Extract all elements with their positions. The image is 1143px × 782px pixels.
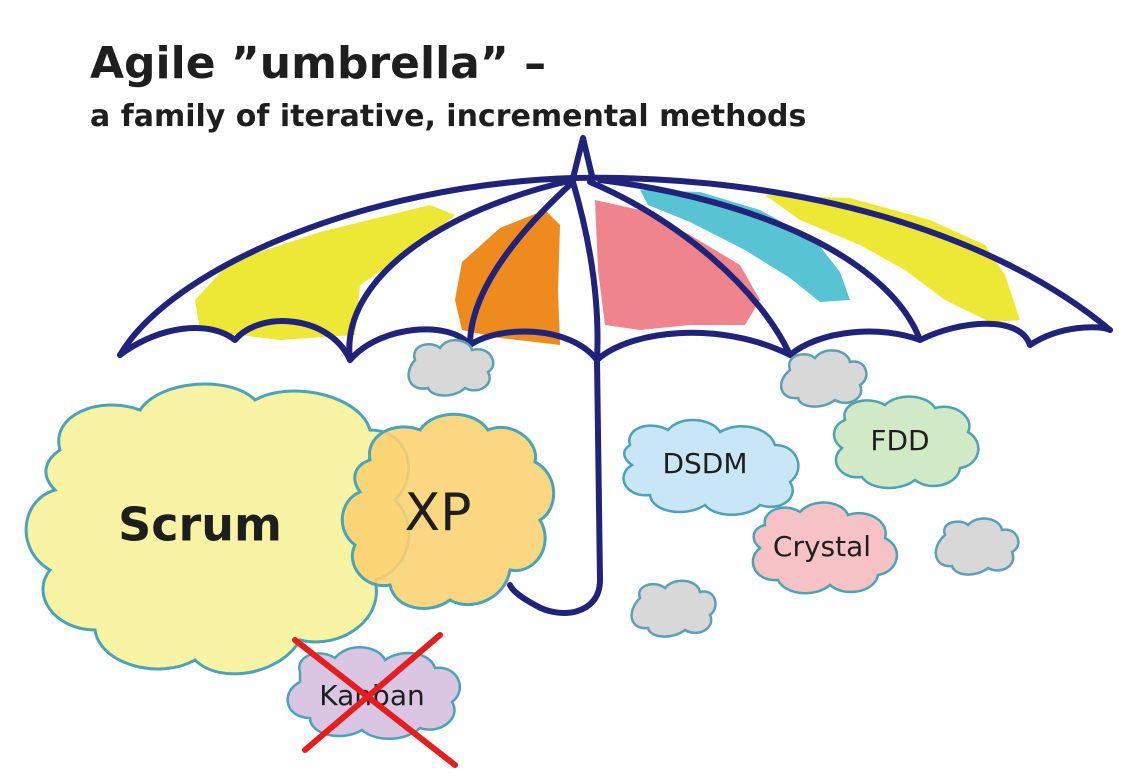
canopy-fill-cyan xyxy=(640,190,850,302)
umbrella-rib-3 xyxy=(570,179,601,363)
kanban-cloud: Kanban xyxy=(286,632,462,768)
xp-label: XP xyxy=(405,483,472,543)
grey-cloud-4 xyxy=(630,579,717,638)
grey-clouds xyxy=(407,339,1020,638)
crystal-cloud: Crystal xyxy=(751,501,899,595)
kanban-cross-out xyxy=(292,632,458,768)
xp-cloud: XP xyxy=(340,412,556,610)
umbrella-rib-2 xyxy=(467,179,576,348)
grey-cloud-3 xyxy=(934,517,1020,576)
dsdm-label: DSDM xyxy=(662,447,747,480)
grey-cloud-2 xyxy=(779,349,868,408)
scrum-label: Scrum xyxy=(118,498,282,552)
crystal-label: Crystal xyxy=(773,530,871,563)
canopy-fill-orange xyxy=(455,210,560,345)
fdd-label: FDD xyxy=(870,424,929,457)
diagram-title: Agile ”umbrella” – xyxy=(90,38,546,89)
canopy-fill-yellow-right xyxy=(765,195,1020,322)
umbrella-rib-4 xyxy=(587,179,793,358)
umbrella-rib-5 xyxy=(597,177,923,343)
grey-cloud-1 xyxy=(407,339,495,397)
canopy-fill-yellow-left xyxy=(195,205,455,340)
fdd-cloud: FDD xyxy=(832,395,980,490)
umbrella-shaft xyxy=(507,357,603,616)
umbrella-tip xyxy=(570,135,595,181)
scrum-cloud: Scrum xyxy=(24,382,411,676)
dsdm-cloud: DSDM xyxy=(622,418,800,516)
umbrella-outline xyxy=(117,135,1113,616)
canopy-fill-pink xyxy=(595,200,760,330)
umbrella-canopy-fills xyxy=(195,190,1020,345)
umbrella-rib-1 xyxy=(346,177,576,363)
diagram-subtitle: a family of iterative, incremental metho… xyxy=(90,99,806,134)
